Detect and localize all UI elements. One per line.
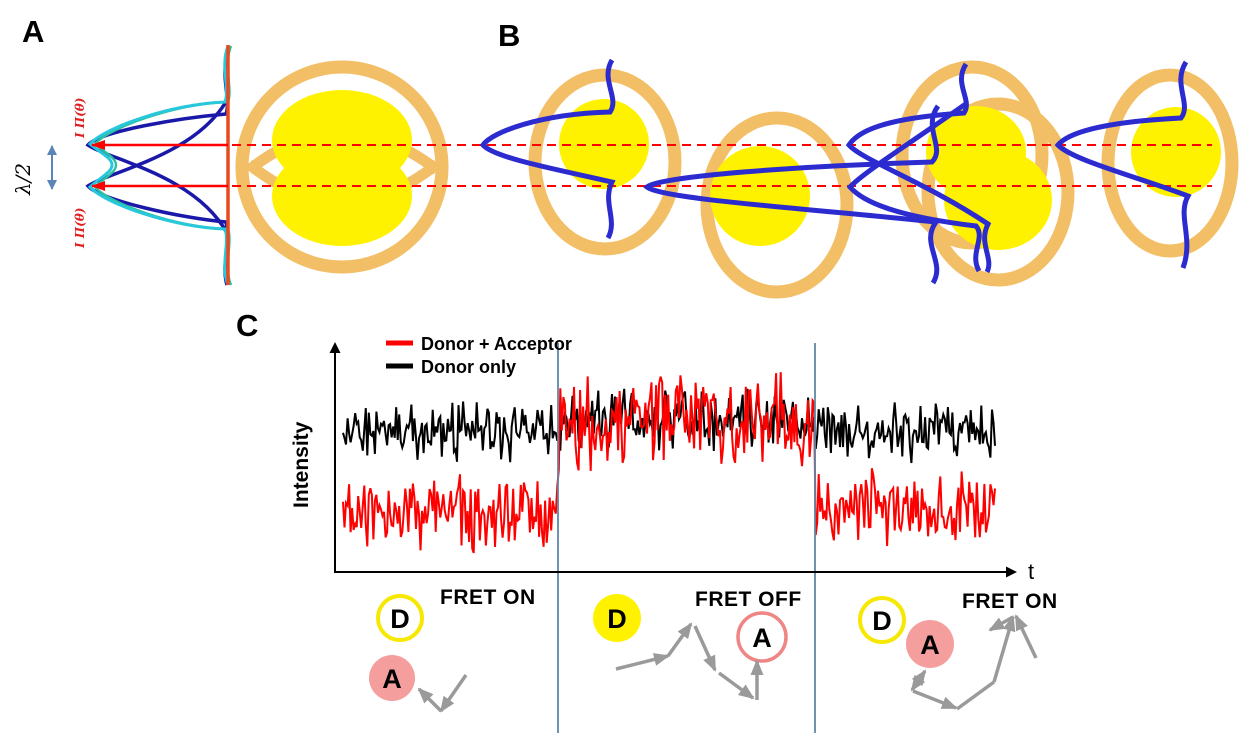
- psf-curve: [1054, 60, 1192, 269]
- panel-b-illustration: [528, 60, 1239, 299]
- node-dashed-lines: [232, 144, 1212, 187]
- panel-b-label: B: [498, 18, 520, 53]
- panel-b-psf-curves: [479, 58, 1192, 285]
- motion-arrow: [615, 653, 670, 671]
- envelope-cyan: [87, 45, 230, 286]
- excitation-blob-lower: [272, 146, 412, 246]
- vesicle-lumen: [944, 150, 1052, 250]
- fret-state-label: FRET ON: [440, 586, 536, 609]
- acceptor-letter: A: [752, 623, 772, 653]
- donor-circle: [858, 596, 906, 644]
- donor-circle: [593, 594, 641, 642]
- motion-arrow: [717, 671, 755, 700]
- panel-c-label: C: [236, 308, 258, 343]
- vesicle-ring: [235, 60, 449, 274]
- intensity-traces: [342, 372, 996, 554]
- panel-a-label: A: [22, 14, 44, 49]
- donor-letter: D: [872, 606, 892, 636]
- motion-arrow: [1014, 614, 1038, 659]
- motion-arrow: [439, 674, 468, 713]
- motion-arrow: [955, 680, 996, 711]
- motion-arrow: [910, 669, 927, 692]
- psf-curve: [479, 58, 616, 240]
- vesicle-ring: [1101, 68, 1239, 258]
- lambda-half-label: λ/2: [11, 163, 35, 196]
- donor-letter: D: [607, 604, 627, 634]
- vesicle-lumen: [710, 146, 810, 246]
- fret-section-2: FRET OFF D A: [593, 588, 802, 700]
- psf-lobe-lower: [85, 99, 230, 286]
- acceptor-letter: A: [920, 630, 940, 660]
- profile-label-bottom: I Π(θ): [73, 208, 87, 250]
- profile-label-top: I Π(θ): [73, 98, 87, 140]
- donor-letter: D: [390, 604, 410, 634]
- y-axis-title: Intensity: [290, 421, 313, 508]
- panel-a-profiles: [85, 45, 233, 286]
- fret-state-label: FRET OFF: [695, 588, 802, 611]
- psf-curve: [846, 100, 982, 273]
- vesicle-ring: [921, 97, 1075, 287]
- motion-arrow: [988, 615, 1014, 632]
- legend-label-donor-only: Donor only: [421, 357, 516, 377]
- donor-circle: [376, 594, 424, 642]
- motion-arrow: [912, 689, 958, 710]
- brownian-arrows: [910, 614, 1038, 711]
- acceptor-letter: A: [382, 664, 402, 694]
- fret-section-3: FRET ON D A: [858, 590, 1058, 711]
- fret-section-1: FRET ON D A: [369, 586, 536, 713]
- acceptor-circle: [906, 620, 954, 668]
- fret-state-label: FRET ON: [962, 590, 1058, 613]
- y-axis-arrowhead-icon: [329, 342, 341, 353]
- acceptor-circle: [369, 655, 415, 701]
- vesicle-ring: [700, 111, 854, 299]
- motion-arrow: [666, 622, 693, 658]
- fret-annotations: FRET ON D A FRET OFF D A: [369, 586, 1058, 713]
- motion-arrow: [417, 687, 443, 713]
- panel-c-chart: Donor + Acceptor Donor only Intensity t: [290, 334, 1034, 733]
- brownian-arrows: [417, 674, 468, 713]
- vesicle-lumen: [559, 99, 649, 189]
- trace-donor-acceptor: [342, 372, 996, 554]
- node-arrows: [91, 140, 228, 191]
- motion-arrow: [693, 625, 717, 672]
- brownian-arrows: [615, 622, 764, 700]
- panel-a-illustration: [235, 60, 449, 274]
- psf-curve: [643, 104, 941, 285]
- envelope-teal: [93, 45, 233, 286]
- motion-arrow: [992, 615, 1016, 683]
- x-axis-title: t: [1028, 559, 1034, 584]
- vesicle-lumen: [1131, 107, 1221, 197]
- legend-label-donor-acceptor: Donor + Acceptor: [421, 334, 572, 354]
- x-axis-arrowhead-icon: [1006, 566, 1017, 578]
